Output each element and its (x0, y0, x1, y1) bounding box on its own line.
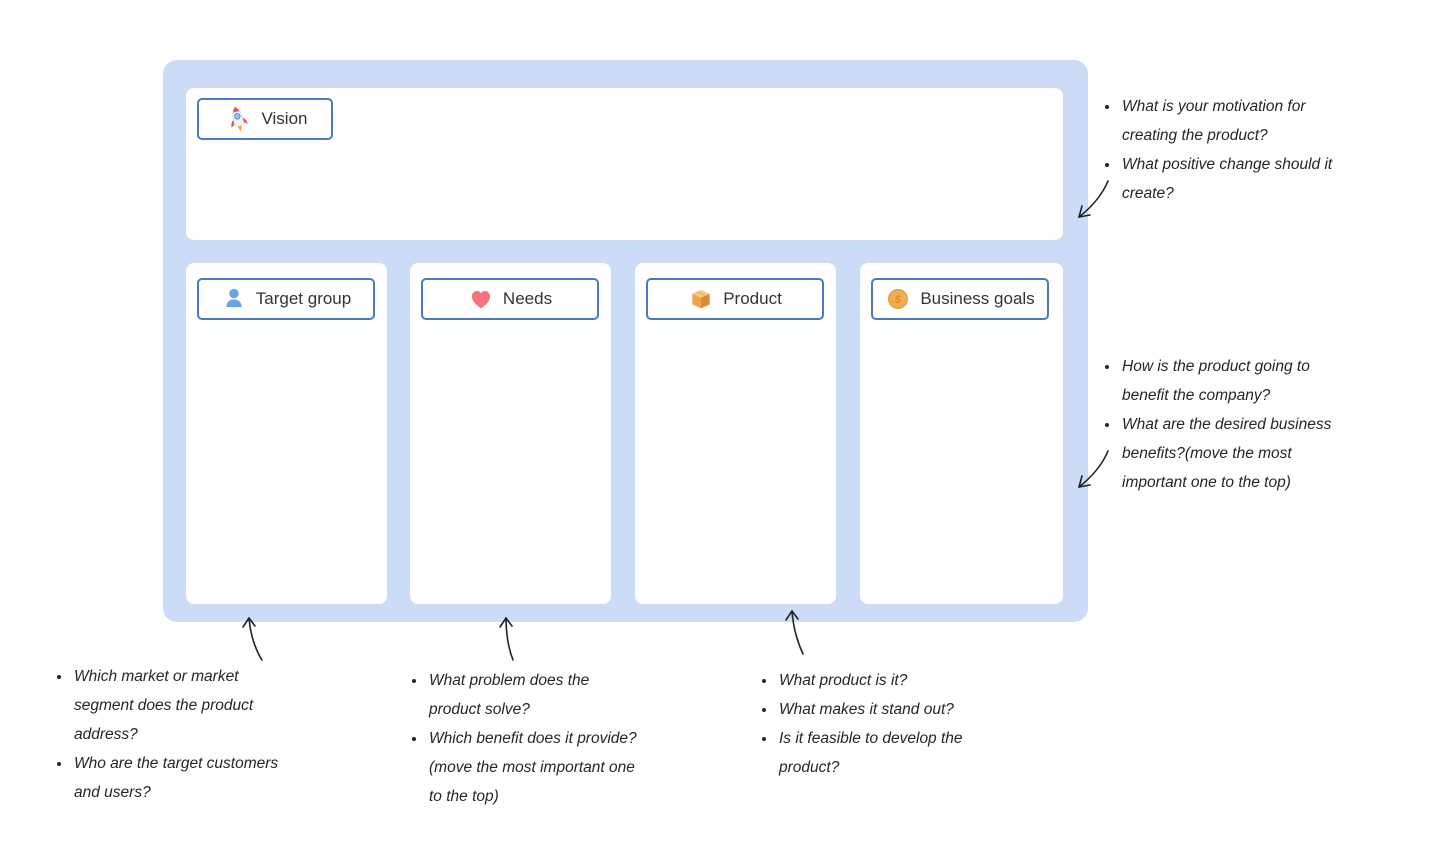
target-group-chip[interactable]: Target group (197, 278, 375, 320)
target-group-annotation-list: Which market or market segment does the … (50, 662, 287, 807)
needs-chip[interactable]: Needs (421, 278, 599, 320)
arrow-to-business-goals-icon (1078, 450, 1109, 488)
needs-annotation[interactable]: What problem does the product solve? Whi… (405, 666, 645, 811)
annotation-item: What are the desired business benefits?(… (1120, 410, 1350, 497)
annotation-item: What product is it? (777, 666, 1002, 695)
product-chip-label: Product (723, 289, 782, 308)
target-group-chip-label: Target group (255, 289, 352, 308)
product-annotation[interactable]: What product is it? What makes it stand … (755, 666, 1002, 782)
arrow-to-needs-icon (499, 617, 514, 661)
product-annotation-list: What product is it? What makes it stand … (755, 666, 1002, 782)
target-group-annotation[interactable]: Which market or market segment does the … (50, 662, 287, 807)
package-icon (688, 286, 714, 312)
coin-icon: $ (885, 286, 911, 312)
svg-text:$: $ (894, 294, 902, 306)
product-panel[interactable]: Product (635, 263, 836, 604)
vision-annotation[interactable]: What is your motivation for creating the… (1098, 92, 1360, 208)
business-goals-chip[interactable]: $ Business goals (871, 278, 1049, 320)
rocket-icon (223, 104, 253, 134)
business-goals-annotation-list: How is the product going to benefit the … (1098, 352, 1350, 497)
annotation-item: Is it feasible to develop the product? (777, 724, 1002, 782)
business-goals-chip-label: Business goals (920, 289, 1035, 308)
needs-panel[interactable]: Needs (410, 263, 611, 604)
annotation-item: Which benefit does it provide? (move the… (427, 724, 645, 811)
arrow-to-vision-icon (1078, 180, 1109, 218)
arrow-to-target-group-icon (242, 617, 263, 661)
annotation-item: What positive change should it create? (1120, 150, 1360, 208)
business-goals-annotation[interactable]: How is the product going to benefit the … (1098, 352, 1350, 497)
vision-board-frame[interactable]: Vision Target group (163, 60, 1088, 622)
heart-icon (468, 286, 494, 312)
vision-chip-label: Vision (261, 109, 308, 128)
business-goals-panel[interactable]: $ Business goals (860, 263, 1063, 604)
target-group-panel[interactable]: Target group (186, 263, 387, 604)
arrow-to-product-icon (785, 610, 804, 655)
annotation-item: What makes it stand out? (777, 695, 1002, 724)
needs-chip-label: Needs (502, 289, 553, 308)
annotation-item: How is the product going to benefit the … (1120, 352, 1350, 410)
vision-panel[interactable]: Vision (186, 88, 1063, 240)
product-chip[interactable]: Product (646, 278, 824, 320)
annotation-item: What is your motivation for creating the… (1120, 92, 1360, 150)
annotation-item: Which market or market segment does the … (72, 662, 287, 749)
annotation-item: Who are the target customers and users? (72, 749, 287, 807)
vision-chip[interactable]: Vision (197, 98, 333, 140)
needs-annotation-list: What problem does the product solve? Whi… (405, 666, 645, 811)
vision-annotation-list: What is your motivation for creating the… (1098, 92, 1360, 208)
person-icon (221, 286, 247, 312)
annotation-item: What problem does the product solve? (427, 666, 645, 724)
